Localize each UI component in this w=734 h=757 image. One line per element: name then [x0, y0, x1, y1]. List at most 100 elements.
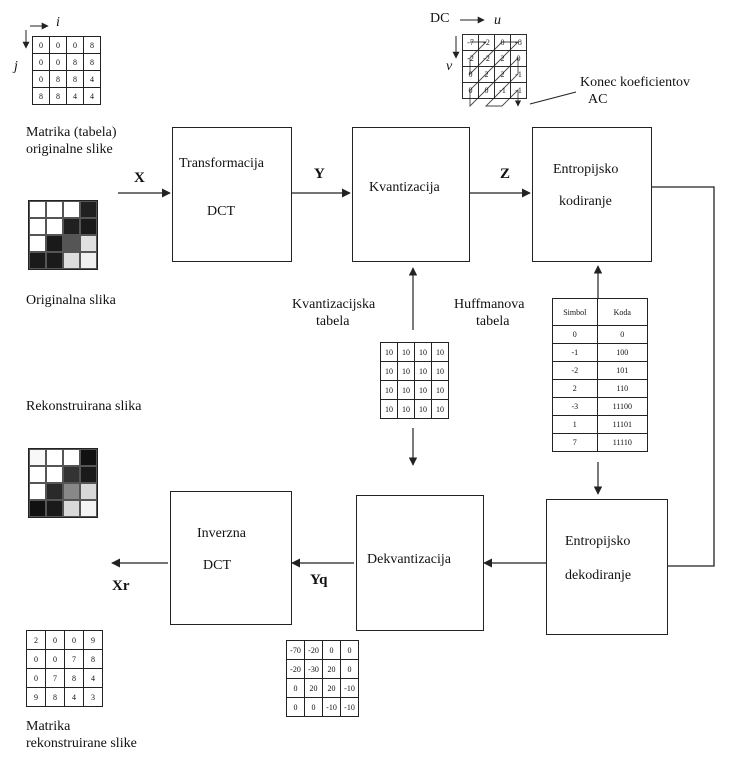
matrix-cell: 0	[32, 70, 50, 88]
matrix-cell: 0	[64, 630, 84, 650]
dct-block: Transformacija DCT	[172, 127, 292, 262]
orig-image-caption: Originalna slika	[26, 293, 116, 308]
signal-x: X	[134, 170, 145, 186]
huffman-cell: -2	[552, 361, 598, 380]
matrix-cell: 4	[64, 687, 84, 707]
matrix-cell: 10	[431, 399, 449, 419]
pixel	[80, 449, 97, 466]
pixel	[80, 218, 97, 235]
original-image	[28, 200, 98, 270]
pixel	[29, 218, 46, 235]
huffman-cell: 101	[596, 361, 649, 380]
matrix-cell: 10	[380, 361, 398, 381]
pixel	[63, 500, 80, 517]
matrix-cell: -1	[494, 82, 511, 99]
matrix-cell: 0	[32, 53, 50, 71]
huffman-cell: 0	[596, 325, 649, 344]
quant-table-caption-1: Kvantizacijska	[292, 297, 376, 312]
matrix-cell: 10	[431, 380, 449, 400]
entropy-encoding-label-2: kodiranje	[559, 194, 612, 209]
entropy-encoding-block: Entropijsko kodiranje	[532, 127, 652, 262]
huffman-cell: 100	[596, 343, 649, 362]
huffman-header: Simbol	[552, 298, 598, 326]
matrix-cell: -10	[322, 697, 341, 717]
signal-yq: Yq	[310, 572, 328, 588]
axis-j-label: j	[14, 59, 18, 74]
matrix-cell: 8	[83, 649, 103, 669]
pixel	[63, 252, 80, 269]
matrix-cell: 0	[510, 50, 527, 67]
pixel	[29, 483, 46, 500]
matrix-cell: 0	[26, 668, 46, 688]
matrix-cell: 10	[380, 342, 398, 362]
matrix-cell: 0	[462, 66, 479, 83]
matrix-cell: 10	[397, 342, 415, 362]
pixel	[29, 466, 46, 483]
pixel	[46, 252, 63, 269]
matrix-cell: 0	[462, 82, 479, 99]
pixel	[63, 449, 80, 466]
huffman-cell: 11110	[596, 433, 649, 452]
matrix-cell: 0	[66, 36, 84, 54]
huffman-cell: 2	[552, 379, 598, 398]
pixel	[29, 201, 46, 218]
pixel	[46, 500, 63, 517]
matrix-cell: 2	[478, 66, 495, 83]
signal-z: Z	[500, 166, 511, 182]
matrix-cell: 0	[304, 697, 323, 717]
matrix-cell: -1	[510, 82, 527, 99]
matrix-cell: 0	[494, 34, 511, 51]
matrix-cell: 8	[49, 70, 67, 88]
recon-image-caption: Rekonstruirana slika	[26, 399, 142, 414]
matrix-cell: -2	[478, 50, 495, 67]
recon-matrix-caption-2: rekonstruirane slike	[26, 736, 137, 751]
end-coef-label-1: Konec koeficientov	[580, 75, 691, 90]
matrix-cell: 2	[26, 630, 46, 650]
dct-block-label-2: DCT	[207, 204, 235, 219]
pixel	[46, 483, 63, 500]
matrix-cell: 10	[414, 342, 432, 362]
dct-block-label-1: Transformacija	[179, 156, 265, 171]
pixel	[63, 483, 80, 500]
pixel	[29, 449, 46, 466]
huffman-cell: 0	[552, 325, 598, 344]
pixel	[80, 466, 97, 483]
quantization-block: Kvantizacija	[352, 127, 470, 262]
matrix-cell: 8	[49, 87, 67, 105]
matrix-cell: 8	[32, 87, 50, 105]
pixel	[29, 252, 46, 269]
pixel	[63, 466, 80, 483]
matrix-cell: 0	[32, 36, 50, 54]
matrix-cell: -20	[286, 659, 305, 679]
matrix-cell: 10	[431, 361, 449, 381]
matrix-cell: 4	[66, 87, 84, 105]
huffman-cell: 11101	[596, 415, 649, 434]
matrix-cell: 0	[45, 649, 65, 669]
huffman-cell: 1	[552, 415, 598, 434]
huffman-cell: 11100	[596, 397, 649, 416]
dequantization-block-label: Dekvantizacija	[367, 552, 451, 567]
end-coef-pointer	[529, 91, 577, 105]
huffman-caption-2: tabela	[476, 314, 510, 329]
matrix-cell: 0	[286, 697, 305, 717]
axis-u-label: u	[494, 13, 501, 28]
matrix-cell: 10	[397, 361, 415, 381]
orig-matrix-caption-1: Matrika (tabela)	[26, 125, 117, 140]
inverse-dct-label-1: Inverzna	[197, 526, 246, 541]
huffman-cell: 110	[596, 379, 649, 398]
matrix-cell: 8	[83, 36, 101, 54]
matrix-cell: 8	[66, 70, 84, 88]
matrix-cell: 0	[49, 36, 67, 54]
huffman-cell: -1	[552, 343, 598, 362]
entropy-encoding-label-1: Entropijsko	[553, 162, 619, 177]
matrix-cell: 3	[83, 687, 103, 707]
dc-label: DC	[430, 11, 450, 26]
inverse-dct-block: Inverzna DCT	[170, 491, 292, 625]
matrix-cell: 0	[49, 53, 67, 71]
